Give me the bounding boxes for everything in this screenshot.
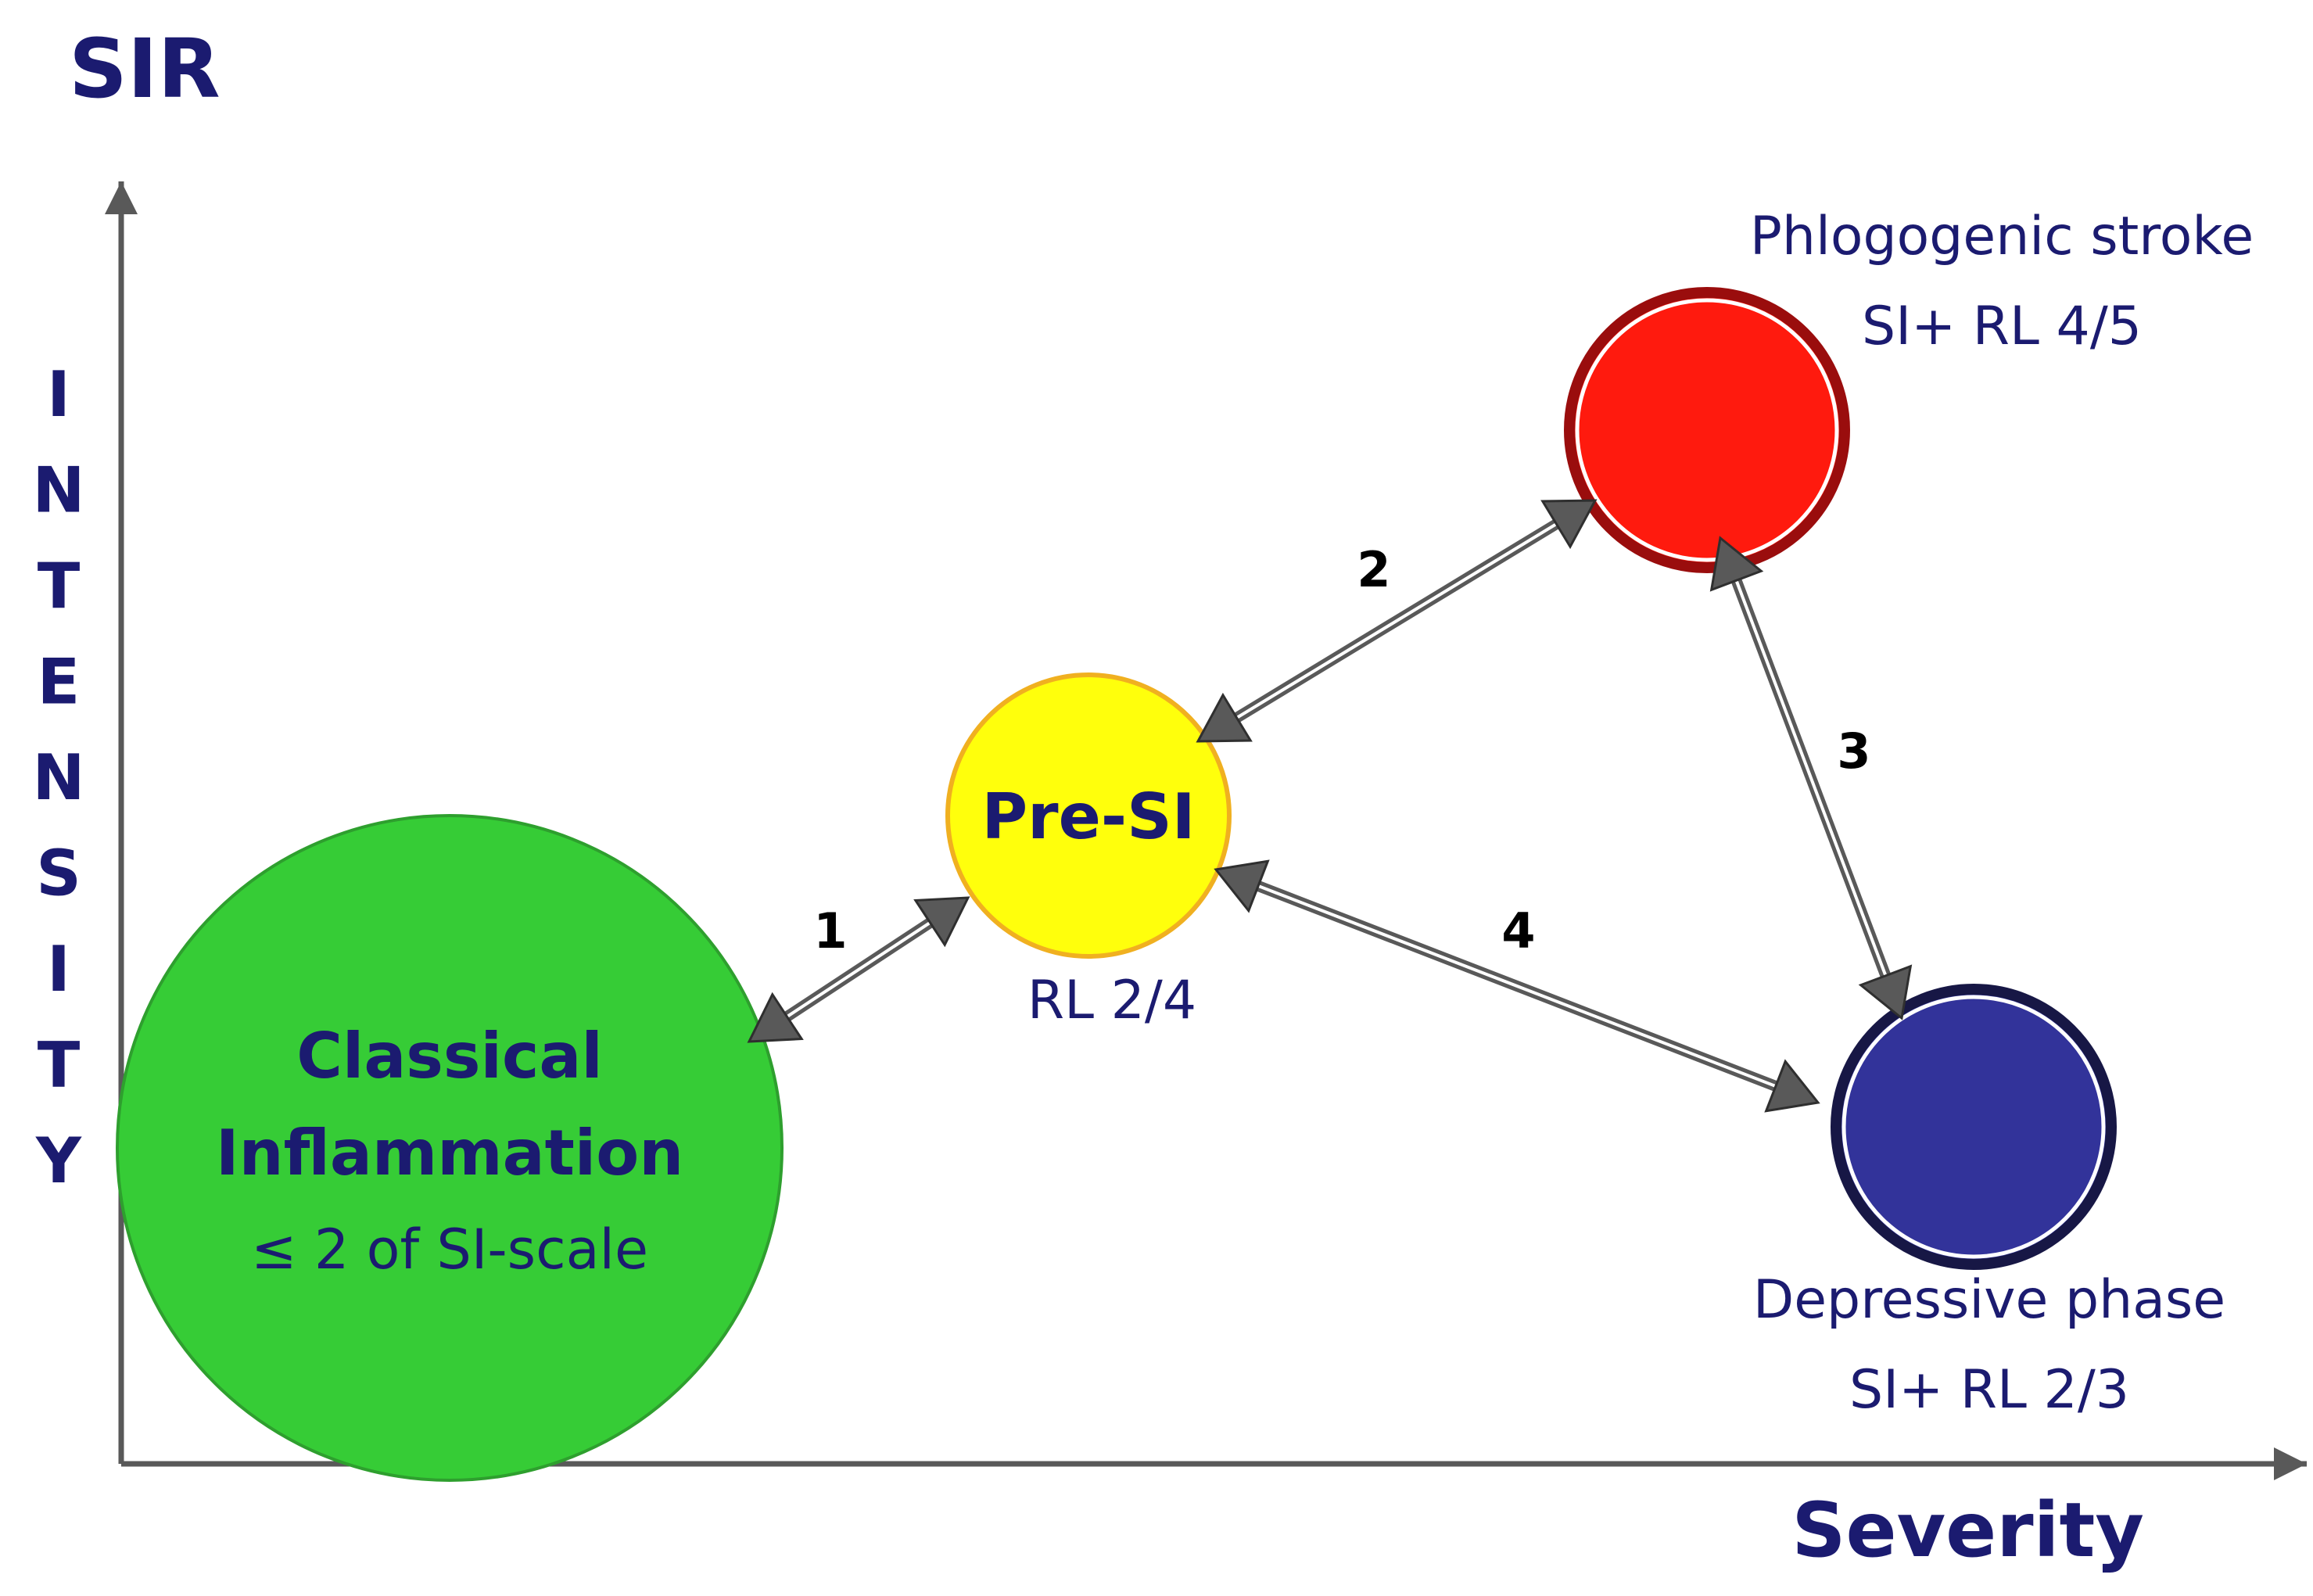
arrow-2-head-end xyxy=(1540,499,1598,550)
y-axis-letter: I xyxy=(47,933,70,1006)
arrow-3-shaft xyxy=(1737,578,1892,976)
arrow-2 xyxy=(1196,499,1598,743)
arrow-3-head-start xyxy=(1709,536,1764,592)
arrow-2-label: 2 xyxy=(1357,541,1390,598)
arrow-4-shaft xyxy=(1258,880,1778,1085)
y-axis-letter: S xyxy=(36,837,81,910)
classical-label-line2: Inflammation xyxy=(216,1117,683,1189)
arrow-1-shaft xyxy=(784,918,930,1016)
pre-si-sublabel: RL 2/4 xyxy=(1027,970,1196,1031)
arrow-1-shaft xyxy=(787,924,934,1021)
classical-inflammation-node xyxy=(116,814,784,1482)
classical-label-line3: ≤ 2 of SI-scale xyxy=(251,1218,648,1282)
depressive-label-line1: Depressive phase xyxy=(1753,1269,2225,1331)
diagram-title: SIR xyxy=(69,21,221,117)
arrow-3-label: 3 xyxy=(1837,723,1870,780)
y-axis-letter: N xyxy=(33,741,85,814)
arrow-1-head-end xyxy=(913,896,970,948)
transition-arrows xyxy=(747,499,1913,1113)
depressive-label-line2: SI+ RL 2/3 xyxy=(1849,1359,2129,1421)
arrow-2-shaft xyxy=(1237,525,1560,723)
phlogogenic-label-line2: SI+ RL 4/5 xyxy=(1862,296,2142,357)
y-axis-letter: T xyxy=(38,550,81,622)
pre-si-node xyxy=(945,672,1232,959)
arrow-4-shaft xyxy=(1256,887,1776,1092)
arrow-4-head-end xyxy=(1764,1059,1820,1113)
y-axis-letter: E xyxy=(38,646,81,719)
arrow-2-shaft xyxy=(1233,519,1556,717)
y-axis-letter: N xyxy=(33,454,85,527)
arrow-3-shaft xyxy=(1730,580,1884,978)
y-axis-letter: I xyxy=(47,358,70,431)
arrow-2-head-start xyxy=(1196,692,1253,743)
arrow-3 xyxy=(1709,536,1913,1020)
y-axis-letter: T xyxy=(38,1029,81,1102)
y-axis-letter: Y xyxy=(35,1124,82,1197)
arrow-1 xyxy=(747,896,970,1043)
phlogogenic-stroke-node xyxy=(1575,298,1839,562)
pre-si-label: Pre-SI xyxy=(982,780,1196,853)
arrow-1-head-start xyxy=(747,992,804,1043)
classical-label-line1: Classical xyxy=(296,1020,603,1092)
depressive-phase-node xyxy=(1841,995,2106,1259)
arrow-4-label: 4 xyxy=(1501,902,1535,959)
arrow-1-label: 1 xyxy=(813,902,847,959)
phlogogenic-label-line1: Phlogogenic stroke xyxy=(1750,206,2254,267)
x-axis-label: Severity xyxy=(1791,1487,2144,1574)
arrow-4 xyxy=(1214,859,1820,1113)
arrow-4-head-start xyxy=(1214,859,1270,913)
arrow-3-head-end xyxy=(1858,964,1913,1020)
